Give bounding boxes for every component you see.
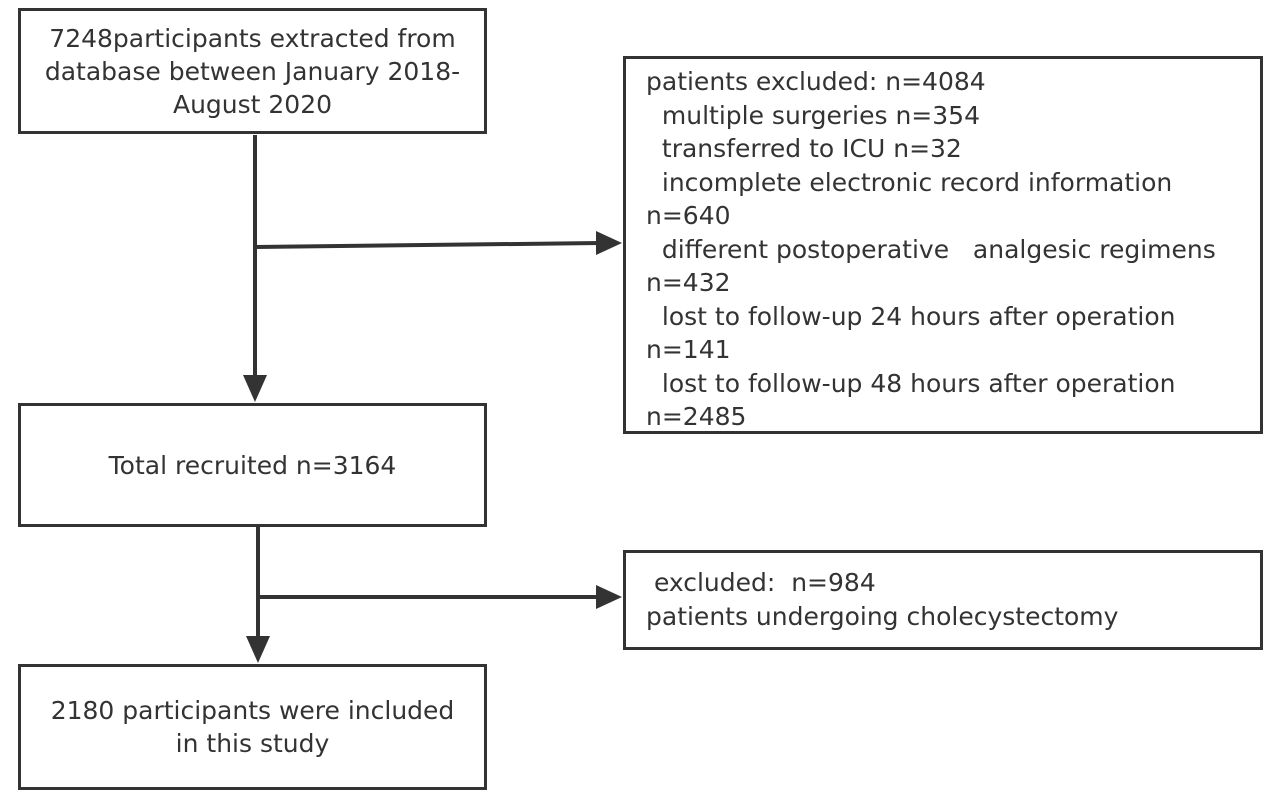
excluded-first-line: lost to follow-up 24 hours after operati… [646, 301, 1176, 331]
arrowhead-recruited-to-included [246, 636, 270, 663]
excluded-first-line: patients excluded: n=4084 [646, 67, 986, 96]
arrowhead-start-to-recruited [243, 375, 267, 402]
start-box-line: 7248participants extracted from [49, 23, 456, 53]
excluded-second-line: patients undergoing cholecystectomy [646, 601, 1119, 631]
included-box-line: 2180 participants were included [50, 696, 455, 725]
arrow-to-excluded-first [254, 241, 601, 249]
excluded-first-line: n=2485 [646, 402, 747, 431]
recruited-box-line: Total recruited n=3164 [108, 450, 397, 480]
excluded-first-line: n=432 [646, 268, 731, 297]
included-box: 2180 participants were included in this … [18, 664, 487, 790]
excluded-second-line: excluded: n=984 [646, 568, 876, 597]
excluded-first-line: different postoperative analgesic regime… [646, 234, 1216, 264]
start-box-line: August 2020 [172, 89, 333, 119]
arrowhead-to-excluded-second [596, 585, 622, 609]
excluded-first-line: n=640 [646, 201, 731, 230]
excluded-first-line: multiple surgeries n=354 [646, 100, 980, 130]
included-box-line: in this study [175, 729, 330, 758]
excluded-first-line: n=141 [646, 335, 731, 364]
arrowhead-to-excluded-first [596, 231, 622, 255]
recruited-box: Total recruited n=3164 [18, 403, 487, 527]
excluded-first-line: incomplete electronic record information [646, 167, 1173, 197]
excluded-first-line: transferred to ICU n=32 [646, 134, 962, 163]
excluded-first-box: patients excluded: n=4084 multiple surge… [623, 56, 1263, 434]
start-box-line: database between January 2018- [44, 56, 461, 86]
excluded-first-line: lost to follow-up 48 hours after operati… [646, 368, 1176, 398]
excluded-second-box: excluded: n=984 patients undergoing chol… [623, 550, 1263, 650]
start-box: 7248participants extracted from database… [18, 8, 487, 134]
